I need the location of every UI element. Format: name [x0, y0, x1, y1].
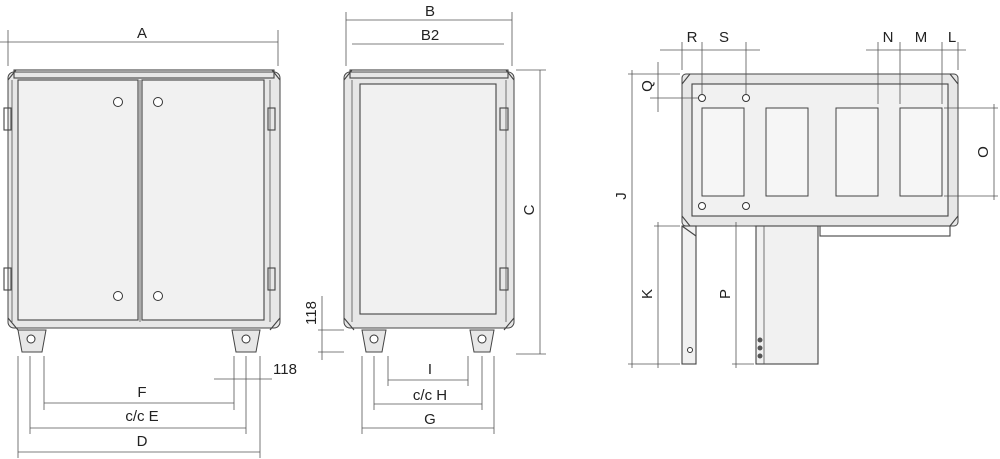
plan-view-opening [765, 107, 809, 197]
plan-view-lug-icon [742, 202, 750, 210]
front-view-hinge-top-right [267, 107, 276, 131]
plan-view-opening [701, 107, 745, 197]
front-view-left-door [17, 79, 139, 321]
side-view-foot-hole [477, 334, 487, 344]
front-view-lock-icon [113, 97, 123, 107]
dim-label-j: J [613, 192, 630, 200]
front-view-corner [269, 317, 281, 331]
plan-view-lug-icon [698, 202, 706, 210]
plan-view-lug-icon [698, 94, 706, 102]
dim-label-k: K [639, 289, 656, 299]
side-view-hinge-top [499, 107, 509, 131]
dim-label-f: F [137, 384, 146, 401]
front-view-corner [271, 69, 281, 81]
dim-label-s: S [719, 29, 729, 46]
side-view: B B2 C I c/c H G 118 [303, 3, 546, 434]
dim-label-l: L [948, 29, 956, 46]
plan-view-side-unit [755, 225, 819, 365]
dim-label-o: O [975, 146, 992, 158]
plan-view-open-door [681, 225, 697, 365]
front-view: A F c/c E D 118 [0, 25, 297, 458]
front-view-foot-hole [26, 334, 36, 344]
dim-label-a: A [137, 25, 147, 42]
dim-label-b2: B2 [421, 27, 439, 44]
front-view-lock-icon [113, 291, 123, 301]
front-view-top-rail [13, 69, 275, 79]
dim-label-i: I [428, 361, 432, 378]
dim-label-r: R [687, 29, 698, 46]
dim-label-n: N [883, 29, 894, 46]
dim-label-side-118: 118 [303, 301, 320, 325]
dim-label-p: P [717, 289, 734, 299]
front-view-right-door [141, 79, 265, 321]
front-view-lock-icon [153, 97, 163, 107]
side-view-foot-hole [369, 334, 379, 344]
front-view-hinge-bottom-left [3, 267, 12, 291]
dim-label-h: c/c H [413, 387, 447, 404]
plan-view-lug-icon [742, 94, 750, 102]
dim-label-front-118: 118 [273, 361, 297, 378]
dim-label-g: G [424, 411, 436, 428]
side-view-panel [359, 83, 497, 315]
front-view-corner [7, 69, 17, 81]
side-view-top-rail [349, 69, 509, 79]
front-view-lock-icon [153, 291, 163, 301]
dim-label-e: c/c E [125, 408, 158, 425]
side-view-hinge-bottom [499, 267, 509, 291]
dim-label-c: C [521, 204, 538, 215]
dim-label-d: D [137, 433, 148, 450]
front-view-hinge-top-left [3, 107, 12, 131]
plan-view: R S N M L Q J K P O [613, 29, 998, 368]
plan-view-base-strip [819, 225, 951, 237]
front-view-foot-hole [241, 334, 251, 344]
dim-label-m: M [915, 29, 928, 46]
plan-view-opening [835, 107, 879, 197]
dim-label-b: B [425, 3, 435, 20]
front-view-hinge-bottom-right [267, 267, 276, 291]
plan-view-opening [899, 107, 943, 197]
front-view-corner [7, 317, 19, 331]
dim-label-q: Q [639, 80, 656, 92]
